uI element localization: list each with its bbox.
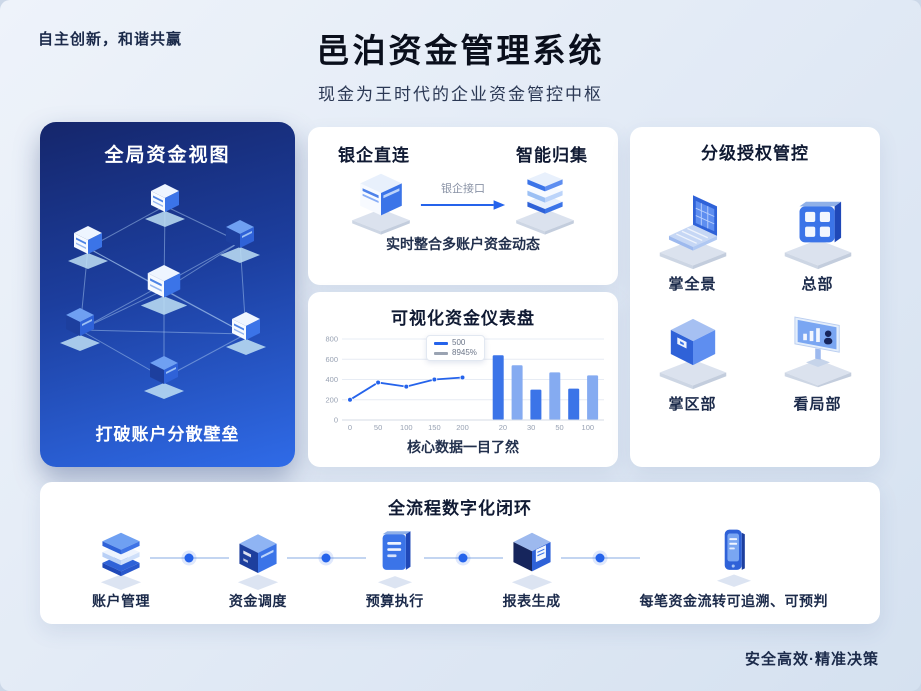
svg-text:200: 200 — [325, 395, 338, 404]
account-node-icon — [145, 184, 185, 227]
authorization-grid: 掌全景 总部 掌区部 看局部 — [630, 164, 880, 414]
step-label: 报表生成 — [502, 593, 561, 609]
chart-legend: 500 8945% — [426, 335, 485, 361]
process-step-budget: 预算执行 — [366, 525, 424, 611]
svg-text:50: 50 — [555, 423, 563, 432]
bank-interface-label: 银企接口 — [441, 183, 485, 195]
step-label: 资金调度 — [228, 593, 287, 609]
dispatch-box-icon — [230, 525, 286, 590]
global-view-caption: 打破账户分散壁垒 — [95, 425, 240, 444]
account-node-icon — [144, 356, 184, 399]
laptop-icon — [656, 186, 730, 271]
svg-text:0: 0 — [348, 423, 352, 432]
bank-connect-panel: 银企直连 智能归集 银企接口 实时整合多账户资金动态 — [308, 127, 618, 285]
collection-stack-icon — [513, 164, 577, 238]
legend-swatch-grey — [434, 351, 448, 355]
bank-connect-icons: 银企接口 — [308, 164, 618, 238]
process-row: 账户管理 资金调度 预算执行 报表生成 每笔资金流转可追溯、可预判 — [40, 519, 880, 611]
footer-slogan: 安全高效·精准决策 — [745, 651, 879, 668]
process-step-traceable: 每笔资金流转可追溯、可预判 — [640, 525, 829, 611]
process-title: 全流程数字化闭环 — [388, 499, 532, 518]
svg-text:50: 50 — [374, 423, 382, 432]
bank-direct-title: 银企直连 — [338, 146, 410, 165]
budget-document-icon — [367, 525, 423, 590]
dashboard-panel: 可视化资金仪表盘 0 200 400 600 800 0 50 100 150 200 20 30 50… — [308, 292, 618, 467]
svg-text:800: 800 — [325, 335, 338, 344]
global-fund-view-panel: 全局资金视图 — [40, 122, 295, 467]
cube-icon — [656, 306, 730, 391]
bank-connect-titles: 银企直连 智能归集 — [308, 127, 618, 166]
auth-item-panorama: 掌全景 — [630, 186, 755, 294]
svg-text:20: 20 — [499, 423, 507, 432]
tagline: 自主创新，和谐共赢 — [38, 31, 183, 48]
page-subtitle: 现金为王时代的企业资金管控中枢 — [318, 85, 603, 104]
page-title: 邑泊资金管理系统 — [316, 32, 605, 69]
process-connector — [423, 557, 503, 559]
bank-server-icon — [349, 164, 413, 238]
report-cube-icon — [504, 525, 560, 590]
svg-text:600: 600 — [325, 355, 338, 364]
svg-text:200: 200 — [456, 423, 469, 432]
process-step-report: 报表生成 — [503, 525, 561, 611]
legend-swatch-blue — [434, 341, 448, 345]
account-node-center-icon — [140, 264, 188, 315]
auth-item-label: 看局部 — [793, 396, 842, 413]
legend-label: 500 — [452, 338, 466, 347]
process-step-accounts: 账户管理 — [92, 525, 150, 611]
auth-item-label: 掌区部 — [668, 396, 717, 413]
fund-network-diagram — [60, 184, 266, 399]
svg-text:100: 100 — [400, 423, 413, 432]
auth-item-headquarters: 总部 — [755, 186, 880, 294]
auth-item-label: 掌全景 — [668, 276, 717, 293]
phone-icon — [706, 525, 762, 590]
bank-connect-caption: 实时整合多账户资金动态 — [386, 236, 540, 252]
auth-item-label: 总部 — [801, 276, 834, 293]
process-step-dispatch: 资金调度 — [229, 525, 287, 611]
step-label: 每笔资金流转可追溯、可预判 — [639, 593, 828, 609]
layers-icon — [93, 525, 149, 590]
process-panel: 全流程数字化闭环 账户管理 资金调度 预算执行 报表生成 — [40, 482, 880, 624]
monitor-icon — [781, 306, 855, 391]
dashboard-title: 可视化资金仪表盘 — [391, 309, 535, 328]
dashboard-caption: 核心数据一目了然 — [407, 439, 519, 455]
legend-row: 500 — [434, 339, 477, 347]
authorization-panel: 分级授权管控 掌全景 总部 掌区部 看局部 — [630, 127, 880, 467]
svg-text:400: 400 — [325, 375, 338, 384]
dashboard-chart: 0 200 400 600 800 0 50 100 150 200 20 30 50 100 — [325, 335, 604, 432]
chart-area: 0 200 400 600 800 0 50 100 150 200 20 30 50 100 500 8… — [316, 333, 610, 433]
building-grid-icon — [781, 186, 855, 271]
authorization-title: 分级授权管控 — [701, 144, 809, 163]
svg-text:100: 100 — [582, 423, 595, 432]
header: 邑泊资金管理系统 现金为王时代的企业资金管控中枢 — [0, 24, 921, 105]
auth-item-local: 看局部 — [755, 306, 880, 414]
process-connector — [560, 557, 640, 559]
step-label: 账户管理 — [92, 593, 150, 609]
account-node-icon — [60, 308, 100, 351]
smart-collect-title: 智能归集 — [516, 146, 588, 165]
arrow-right-icon — [420, 200, 506, 210]
account-node-icon — [220, 220, 260, 263]
svg-text:150: 150 — [428, 423, 441, 432]
legend-label: 8945% — [452, 348, 477, 357]
legend-row: 8945% — [434, 349, 477, 357]
step-label: 预算执行 — [365, 593, 424, 609]
svg-text:30: 30 — [527, 423, 535, 432]
process-connector — [286, 557, 366, 559]
auth-item-region: 掌区部 — [630, 306, 755, 414]
account-node-icon — [68, 226, 108, 269]
svg-text:0: 0 — [334, 416, 338, 425]
interface-arrow-block: 银企接口 — [415, 180, 511, 212]
process-connector — [150, 557, 229, 559]
global-view-title: 全局资金视图 — [104, 145, 231, 166]
